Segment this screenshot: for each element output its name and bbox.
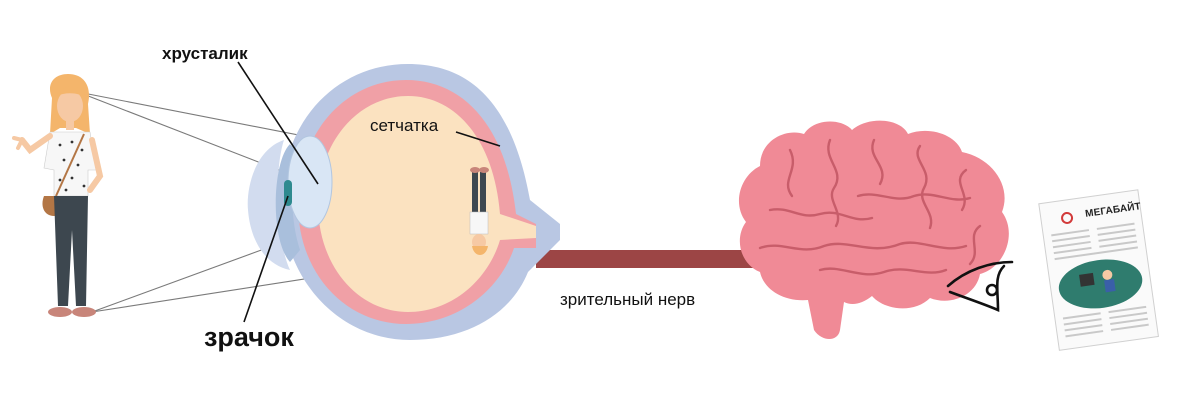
label-leaders xyxy=(237,61,501,323)
label-retina: сетчатка xyxy=(370,116,439,135)
woman-figure xyxy=(12,74,104,317)
brain-icon xyxy=(738,120,1009,339)
optic-nerve xyxy=(536,250,754,268)
magazine-icon xyxy=(1038,189,1159,351)
retina-image xyxy=(469,167,489,255)
eye-sketch-icon xyxy=(946,260,1014,312)
label-lens: хрусталик xyxy=(162,44,248,63)
label-pupil: зрачок xyxy=(204,322,294,352)
label-optic-nerve: зрительный нерв xyxy=(560,290,696,309)
eye-cross-section xyxy=(247,64,560,340)
